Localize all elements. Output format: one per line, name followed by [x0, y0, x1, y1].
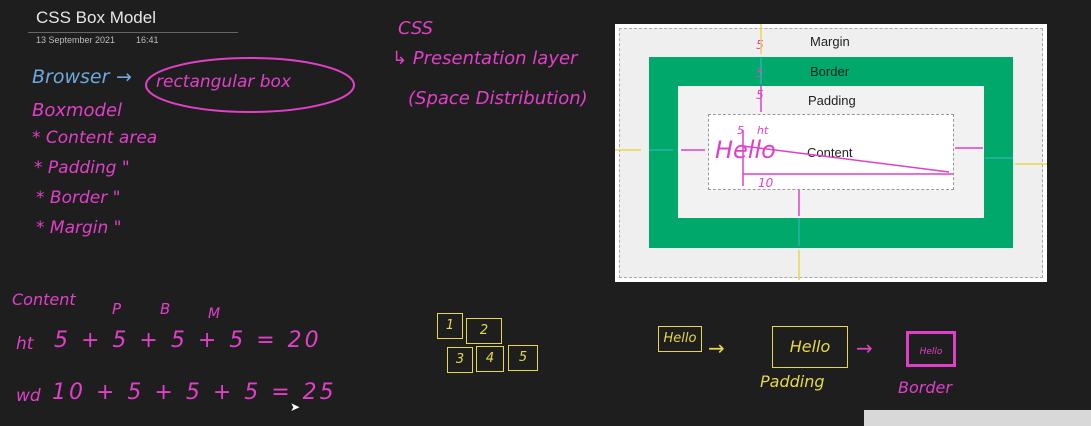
webcam-overlay [864, 410, 1091, 426]
calc-ht-expression: 5 + 5 + 5 + 5 = 20 [54, 328, 322, 353]
border-label: Border [810, 64, 850, 79]
content-ht-label: ht [757, 124, 769, 137]
box-model-diagram: Margin Border Padding Content Hello ht 5… [615, 24, 1047, 282]
note-space-distribution: (Space Distribution) [408, 88, 588, 109]
diagram-annotations [615, 24, 1047, 280]
calc-ht-label: ht [16, 334, 34, 354]
block-5: 5 [508, 345, 538, 371]
block-4: 4 [476, 346, 504, 372]
calc-wd-label: wd [16, 386, 41, 406]
flow-arrow-2: → [856, 336, 873, 360]
note-presentation-layer: ↳ Presentation layer [392, 48, 578, 69]
flow-hello-content: Hello [658, 326, 702, 352]
block-1: 1 [437, 313, 463, 339]
calc-p-label: P [112, 300, 122, 318]
calc-content-label: Content [12, 290, 76, 309]
content-five-label: 5 [737, 124, 744, 137]
calc-b-label: B [160, 300, 171, 318]
note-css: CSS [398, 18, 434, 39]
block-2: 2 [466, 318, 502, 344]
block-3: 3 [447, 347, 473, 373]
border-five-label: 5 [756, 66, 764, 80]
content-width-label: 10 [758, 176, 774, 190]
calc-m-label: M [208, 306, 221, 322]
flow-hello-border: Hello [906, 331, 956, 367]
content-area [708, 114, 954, 190]
page-title: CSS Box Model [36, 8, 156, 27]
flow-padding-label: Padding [760, 372, 825, 391]
padding-label: Padding [808, 93, 856, 108]
note-item-border: * Border " [36, 188, 121, 208]
margin-five-label: 5 [756, 38, 764, 52]
note-arrow: → [116, 66, 132, 88]
margin-label: Margin [810, 34, 850, 49]
page-date: 13 September 2021 [36, 35, 116, 45]
flow-hello-padding: Hello [772, 326, 848, 368]
note-item-content: * Content area [32, 128, 158, 148]
title-underline [28, 32, 238, 33]
flow-arrow-1: → [708, 336, 725, 360]
calc-wd-expression: 10 + 5 + 5 + 5 = 25 [52, 380, 337, 405]
note-item-margin: * Margin " [36, 218, 122, 238]
note-boxmodel: Boxmodel [32, 100, 123, 121]
note-browser: Browser [32, 66, 110, 88]
content-hello: Hello [715, 136, 776, 164]
note-rectangular-box: rectangular box [156, 72, 292, 92]
padding-five-label: 5 [756, 88, 764, 102]
flow-border-label: Border [898, 378, 952, 397]
mouse-cursor-icon: ➤ [290, 400, 301, 414]
note-item-padding: * Padding " [34, 158, 130, 178]
circle-annotation [145, 57, 355, 113]
page-time: 16:41 [136, 35, 159, 45]
